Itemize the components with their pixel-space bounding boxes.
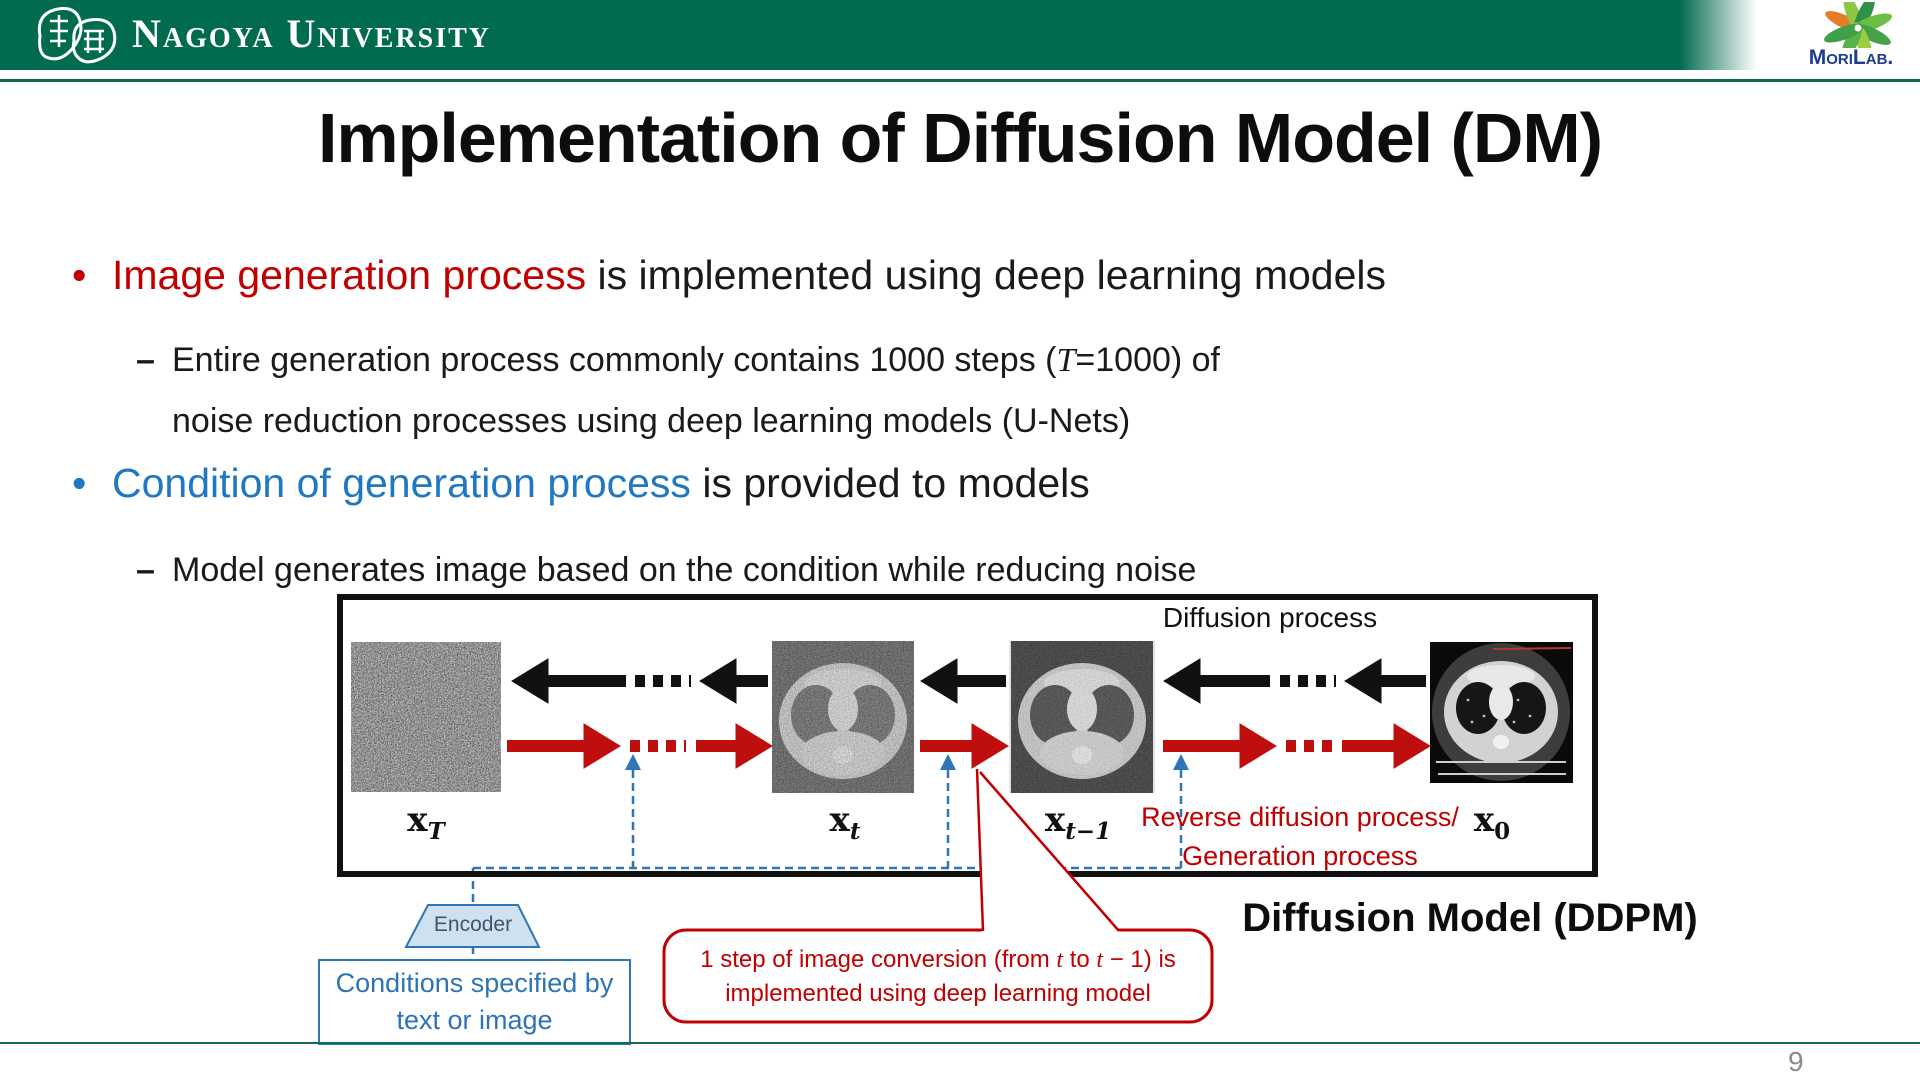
bullet-2-highlight: Condition of generation process: [112, 460, 691, 506]
reverse-process-line1: Reverse diffusion process/: [1141, 802, 1459, 832]
header-rule: [0, 79, 1920, 82]
conditions-line2: text or image: [396, 1005, 553, 1035]
diffusion-arrows: [511, 658, 1426, 704]
condition-arrowheads: [625, 754, 1189, 770]
sub-bullet-2-text: Model generates image based on the condi…: [172, 551, 1197, 589]
image-xt-noisy-ct: [772, 641, 914, 793]
callout-pre: 1 step of image conversion (from: [700, 945, 1057, 973]
label-xT: xT: [407, 800, 444, 845]
ddpm-box-border: [337, 594, 1598, 877]
callout-mid: to: [1063, 945, 1097, 973]
label-xt-sub: t: [849, 818, 861, 845]
university-name: Nagoya University: [132, 11, 492, 56]
label-xt1-sub: t−1: [1065, 818, 1112, 845]
image-xt1-less-noisy-ct: [1009, 641, 1155, 793]
callout-post: − 1) is: [1103, 945, 1176, 973]
bullet-1-rest: is implemented using deep learning model…: [586, 252, 1387, 298]
morilab-name: MoriLab.: [1808, 46, 1894, 69]
conditions-line1: Conditions specified by: [335, 968, 614, 998]
bullet-1-marker: •: [72, 252, 87, 298]
sub-bullet-1-post: =1000) of: [1075, 341, 1221, 379]
callout: 1 step of image conversion (from t to t …: [664, 930, 1212, 1022]
conditions-box-border: [318, 959, 631, 1045]
image-xT-noise: [351, 642, 501, 792]
sub-bullet-1: – Entire generation process commonly con…: [136, 330, 1220, 451]
nagoya-university-logo-icon: [37, 7, 117, 64]
page-title: Implementation of Diffusion Model (DM): [317, 99, 1603, 177]
footer-rule: [0, 1042, 1920, 1044]
callout-t2: t: [1096, 946, 1104, 973]
label-x0-base: x: [1473, 800, 1495, 840]
bullet-1-text: Image generation process is implemented …: [112, 252, 1386, 299]
sub-bullet-2-marker: –: [136, 551, 155, 589]
morilab-flower-icon: [1824, 0, 1892, 62]
label-xT-sub: T: [427, 818, 445, 845]
sub-bullet-1-marker: –: [136, 341, 155, 379]
image-x0-clean-ct: [1430, 642, 1573, 783]
bullet-2-rest: is provided to models: [690, 460, 1090, 506]
diffusion-process-label: Diffusion process: [1162, 602, 1378, 633]
callout-pointer: [975, 768, 1120, 932]
bullet-2-marker: •: [72, 460, 87, 506]
page-number: 9: [1788, 1046, 1804, 1077]
sub-bullet-1-text: Entire generation process commonly conta…: [172, 330, 1220, 451]
callout-t1: t: [1056, 946, 1064, 973]
label-x0-sub: 0: [1494, 818, 1511, 845]
label-xt1: xt−1: [1045, 800, 1111, 845]
ddpm-label: Diffusion Model (DDPM): [1242, 896, 1698, 940]
bullet-2: • Condition of generation process is pro…: [72, 460, 1090, 507]
reverse-process-label: Reverse diffusion process/ Generation pr…: [1141, 798, 1459, 876]
label-xT-base: x: [407, 800, 428, 840]
morilab-logo: MoriLab.: [1796, 0, 1906, 78]
reverse-process-line2: Generation process: [1182, 841, 1418, 871]
sub-bullet-1-pre: Entire generation process commonly conta…: [172, 341, 1057, 379]
bullet-2-text: Condition of generation process is provi…: [112, 460, 1090, 507]
sub-bullet-2: – Model generates image based on the con…: [136, 540, 1196, 600]
callout-line2: implemented using deep learning model: [725, 979, 1151, 1007]
label-xt-base: x: [829, 800, 850, 840]
label-xt1-base: x: [1044, 800, 1066, 840]
encoder-shape: [404, 904, 541, 948]
encoder-label: Encoder: [433, 913, 513, 936]
label-xt: xt: [830, 800, 861, 845]
sub-bullet-1-var: T: [1056, 342, 1076, 379]
callout-line1: 1 step of image conversion (from t to t …: [664, 943, 1212, 977]
label-x0: x0: [1474, 800, 1510, 845]
conditions-box: Conditions specified by text or image: [319, 960, 630, 1044]
bullet-1-highlight: Image generation process: [112, 252, 587, 298]
callout-box-border: [662, 928, 1214, 1024]
header-bar: [0, 0, 1920, 70]
reverse-arrows: [507, 723, 1431, 769]
bullet-1: • Image generation process is implemente…: [72, 252, 1386, 299]
sub-bullet-1-line2: noise reduction processes using deep lea…: [172, 402, 1131, 440]
